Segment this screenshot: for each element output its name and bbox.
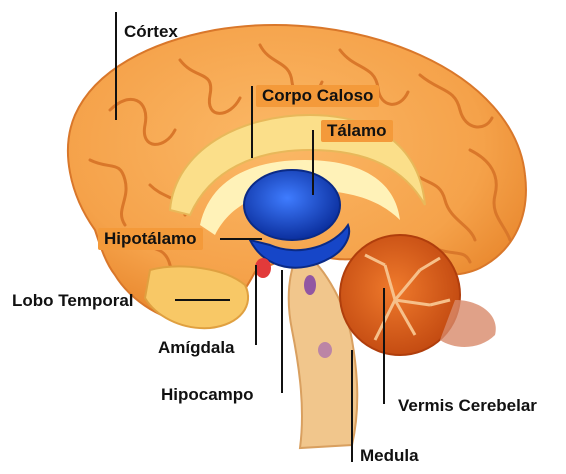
label-lobo-temporal: Lobo Temporal [12,291,134,311]
label-cortex: Córtex [124,22,178,42]
label-hipotalamo: Hipotálamo [98,228,203,250]
label-corpo-caloso: Corpo Caloso [256,85,379,107]
label-talamo: Tálamo [321,120,393,142]
thalamus [244,170,340,240]
label-medula: Medula [360,446,419,466]
label-vermis-cerebelar: Vermis Cerebelar [398,396,537,416]
label-amigdala: Amígdala [158,338,235,358]
label-hipocampo: Hipocampo [161,385,254,405]
amygdala [255,258,271,278]
